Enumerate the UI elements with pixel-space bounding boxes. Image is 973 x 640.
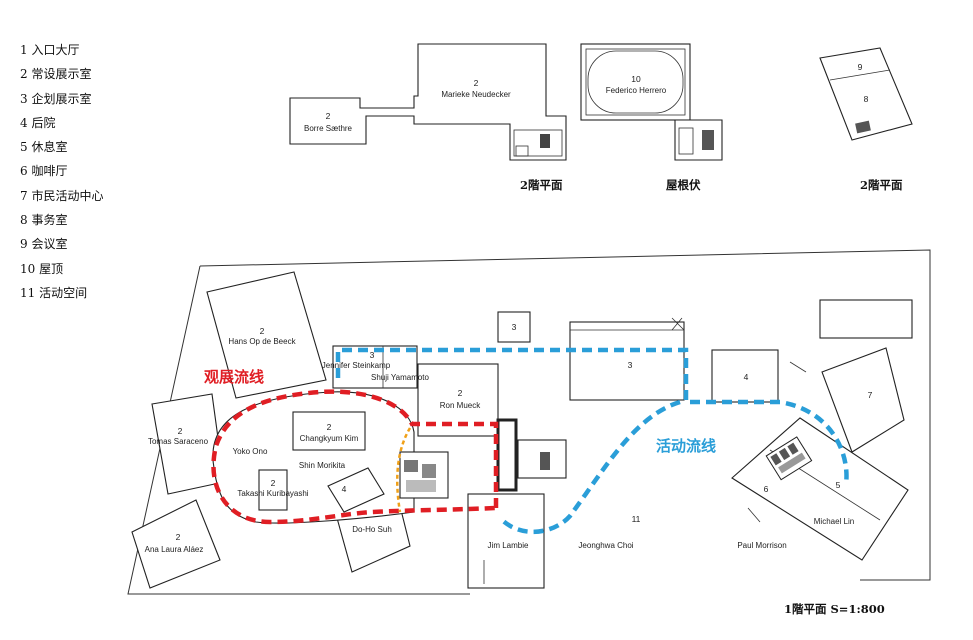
legend-item: 3 企划展示室: [20, 91, 92, 106]
room-marieke-name: Marieke Neudecker: [441, 90, 511, 99]
room-takashi-num: 2: [271, 478, 276, 488]
room-8-num: 8: [864, 94, 869, 104]
room-shuji-name: Shuji Yamamoto: [371, 373, 430, 382]
exhibition-route-line: [211, 389, 499, 525]
room-jennifer-name: Jennifer Steinkamp: [322, 361, 391, 370]
room-6-num: 6: [764, 484, 769, 494]
legend-item: 11 活动空间: [20, 285, 88, 300]
exhibition-route-label: 观展流线: [204, 368, 264, 386]
activity-route-label: 活动流线: [656, 437, 716, 455]
floor-label-1f: 1階平面 S=1:800: [784, 602, 885, 616]
room-jim-name: Jim Lambie: [488, 541, 529, 550]
room-3-right-num: 3: [628, 360, 633, 370]
second-floor-left-plan: [289, 43, 567, 161]
room-paul-name: Paul Morrison: [737, 541, 786, 550]
floor-label-2f-right: 2階平面: [860, 178, 903, 192]
room-hans-name: Hans Op de Beeck: [228, 337, 296, 346]
room-tomas-name: Tomas Saraceno: [148, 437, 209, 446]
room-jennifer-num: 3: [370, 350, 375, 360]
room-michael-num: 5: [836, 480, 841, 490]
room-ronmueck-num: 2: [458, 388, 463, 398]
room-dohosuh-name: Do-Ho Suh: [352, 525, 392, 534]
room-7-num: 7: [868, 390, 873, 400]
room-yoko-name: Yoko Ono: [233, 447, 268, 456]
legend-item: 4 后院: [20, 115, 56, 130]
legend-item: 2 常设展示室: [20, 67, 92, 82]
room-borre-name: Borre Sæthre: [304, 124, 353, 133]
floor-label-2f-left: 2階平面: [520, 178, 563, 192]
room-federico-name: Federico Herrero: [606, 86, 667, 95]
room-ronmueck-name: Ron Mueck: [440, 401, 481, 410]
room-michael-name: Michael Lin: [814, 517, 854, 526]
room-borre-num: 2: [326, 111, 331, 121]
legend-item: 10 屋顶: [20, 261, 64, 276]
connector-route-line: [395, 427, 412, 513]
first-floor-plan: [127, 249, 931, 595]
room-11-num: 11: [632, 514, 641, 524]
room-dohosuh-num: 4: [342, 484, 347, 494]
room-3-top-num: 3: [512, 322, 517, 332]
legend-item: 6 咖啡厅: [20, 164, 68, 179]
legend-item: 7 市民活动中心: [20, 188, 104, 203]
room-4-num: 4: [744, 372, 749, 382]
second-floor-right-plan: [819, 47, 913, 141]
room-changkyum-num: 2: [327, 422, 332, 432]
room-shinmorikita-name: Shin Morikita: [299, 461, 346, 470]
room-ana-name: Ana Laura Aláez: [145, 545, 204, 554]
room-tomas-num: 2: [178, 426, 183, 436]
roof-plan: [580, 43, 723, 161]
legend-item: 5 休息室: [20, 140, 68, 155]
room-ana-num: 2: [176, 532, 181, 542]
room-jeonghwa-name: Jeonghwa Choi: [578, 541, 633, 550]
room-marieke-num: 2: [474, 78, 479, 88]
legend-item: 1 入口大厅: [20, 43, 80, 57]
room-federico-num: 10: [631, 74, 641, 84]
legend-item: 9 会议室: [20, 237, 68, 252]
legend-item: 8 事务室: [20, 213, 68, 228]
floor-label-roof: 屋根伏: [666, 178, 701, 192]
room-changkyum-name: Changkyum Kim: [300, 434, 359, 443]
room-takashi-name: Takashi Kuribayashi: [237, 489, 308, 498]
room-9-num: 9: [858, 62, 863, 72]
room-hans-num: 2: [260, 326, 265, 336]
room-legend: 1 入口大厅 2 常设展示室 3 企划展示室 4 后院 5 休息室 6 咖啡厅 …: [20, 38, 103, 305]
activity-route-line: [335, 347, 849, 535]
